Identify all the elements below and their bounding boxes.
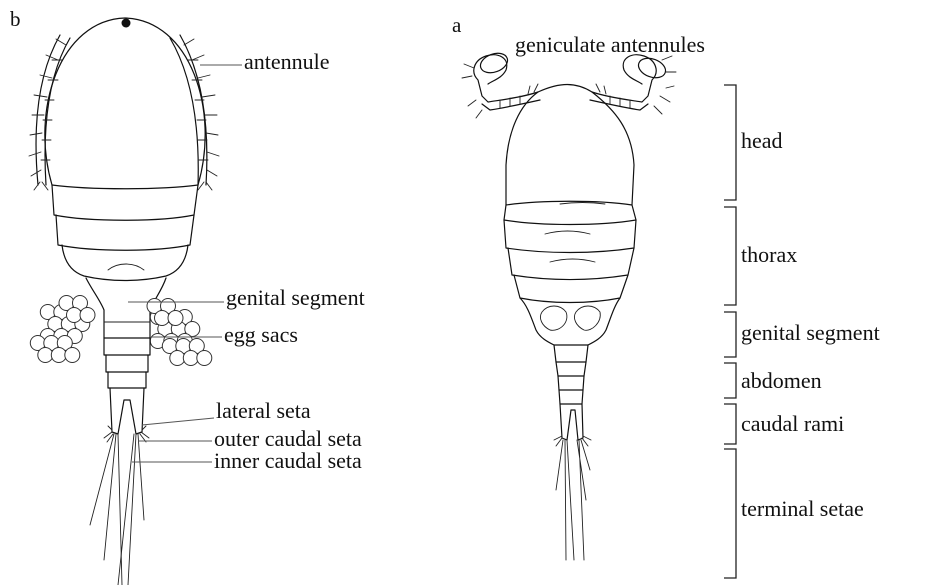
panel-a: a <box>452 13 880 578</box>
bracket-abdomen <box>724 363 736 398</box>
label-genital-segment-a: genital segment <box>741 320 880 345</box>
male-thorax <box>504 205 636 303</box>
panel-b-labels: antennule genital segment egg sacs later… <box>128 49 365 473</box>
male-caudal-rami <box>554 404 591 446</box>
bracket-terminal-setae <box>724 449 736 578</box>
label-genital-segment-b: genital segment <box>226 285 365 310</box>
female-antennules <box>29 35 219 190</box>
egg <box>155 311 170 326</box>
female-caudal-rami <box>104 388 149 442</box>
label-antennule: antennule <box>244 49 330 74</box>
label-lateral-seta: lateral seta <box>216 398 311 423</box>
egg <box>170 351 185 366</box>
female-head <box>45 18 205 185</box>
bracket-caudal-rami <box>724 404 736 444</box>
egg-sac-right <box>147 299 212 366</box>
male-antennules <box>462 50 676 118</box>
male-terminal-setae <box>556 440 590 560</box>
egg <box>51 348 66 363</box>
female-terminal-setae <box>90 434 144 585</box>
label-thorax: thorax <box>741 242 797 267</box>
label-abdomen: abdomen <box>741 368 822 393</box>
panel-a-letter: a <box>452 13 462 37</box>
egg <box>65 348 80 363</box>
panel-b-letter: b <box>10 7 21 31</box>
bracket-genital-segment <box>724 312 736 357</box>
egg <box>67 308 82 323</box>
bracket-thorax <box>724 207 736 305</box>
egg <box>38 348 53 363</box>
egg <box>80 308 95 323</box>
bracket-head <box>724 85 736 200</box>
egg <box>197 351 212 366</box>
naupliar-eye <box>122 19 131 28</box>
label-terminal-setae: terminal setae <box>741 496 864 521</box>
female-thorax <box>52 185 198 281</box>
egg <box>168 311 183 326</box>
male-abdomen <box>554 345 588 404</box>
egg-sac-left <box>30 296 95 363</box>
egg <box>183 351 198 366</box>
panel-a-labels: geniculate antennules head thorax genita… <box>515 32 880 521</box>
panel-b: b <box>10 7 365 585</box>
male-genital-segment <box>520 298 620 345</box>
label-caudal-rami: caudal rami <box>741 411 844 436</box>
body-region-brackets <box>724 85 736 578</box>
male-head <box>506 85 634 206</box>
label-geniculate-antennules: geniculate antennules <box>515 32 705 57</box>
label-head: head <box>741 128 783 153</box>
label-inner-caudal-seta: inner caudal seta <box>214 448 362 473</box>
label-egg-sacs: egg sacs <box>224 322 298 347</box>
female-abdomen <box>104 338 150 388</box>
